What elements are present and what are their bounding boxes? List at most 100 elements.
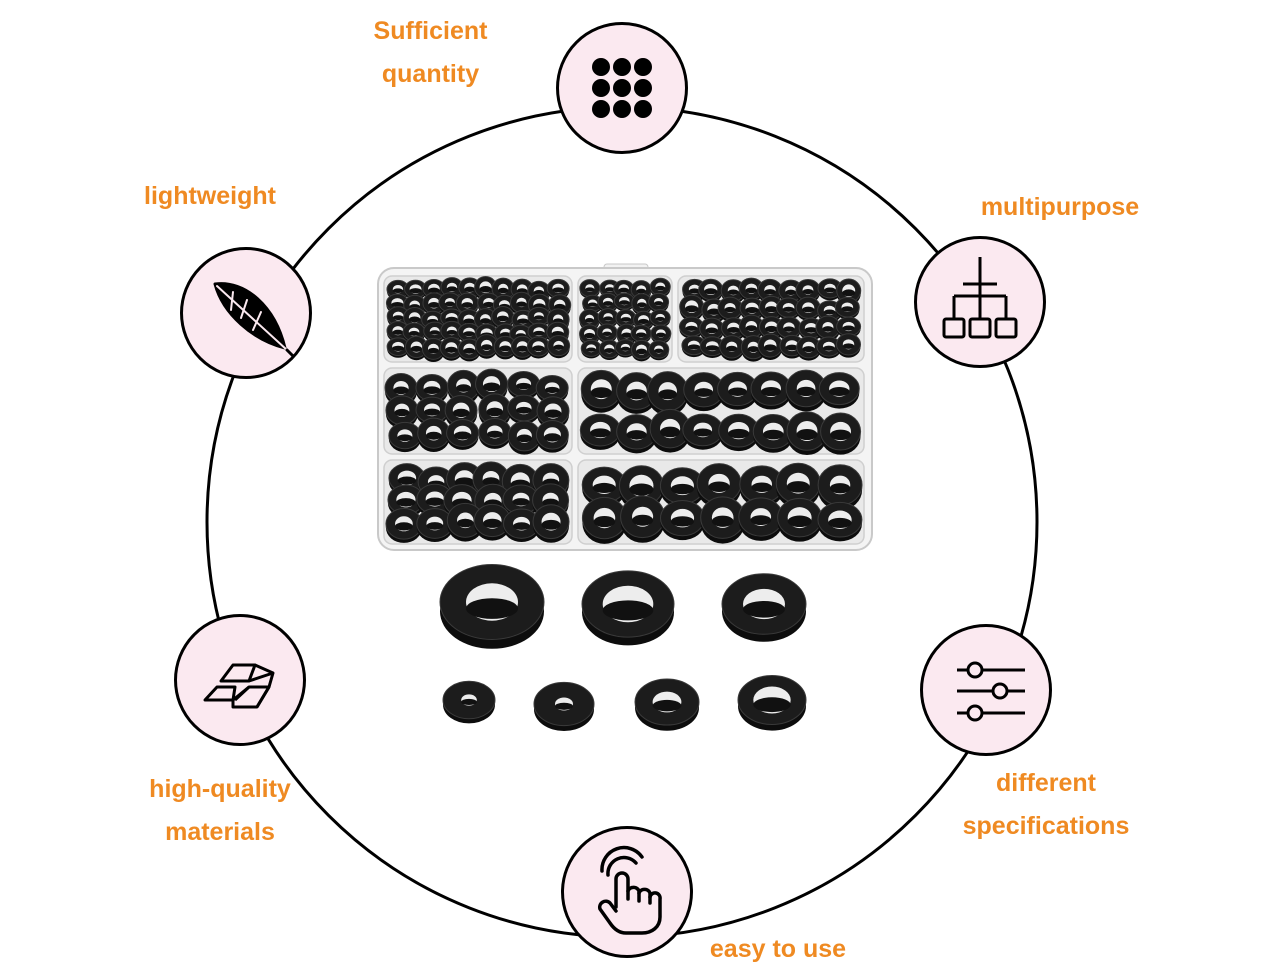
grommet [795,278,821,304]
box-compartment [577,275,673,363]
grommet [478,418,512,449]
grommet [446,502,484,542]
badge-multipurpose [914,236,1046,368]
grommet [440,320,464,343]
grommet [738,277,764,302]
grommet [581,570,675,646]
grommet [631,339,653,362]
grommet [717,371,759,410]
grommet [421,337,445,363]
grommet [648,340,670,361]
grommet [817,464,863,511]
grommet [510,335,534,360]
grommet [631,293,653,316]
grommet [785,369,827,412]
grommet [700,496,746,544]
grommet [388,421,422,453]
label-different-specifications: different specifications [946,762,1146,848]
grommet [698,278,724,303]
feather-icon [213,282,295,358]
box-compartment [383,275,573,363]
grommet [836,316,862,339]
grommet [547,335,571,359]
grommet [818,372,860,409]
grommet [795,296,821,321]
label-high-quality-materials: high-quality materials [130,768,310,854]
grommet [817,278,843,301]
grommet [442,680,496,724]
grommet [820,412,862,455]
grommet [473,503,511,541]
grommet-box [377,263,873,551]
grommet [526,336,550,359]
grommet [510,291,534,316]
grommet [580,339,602,359]
grommet [777,497,823,542]
grommet [649,408,691,453]
grommet [439,336,463,361]
grommet [385,395,419,429]
box-compartment [577,367,865,456]
badge-lightweight [180,247,312,379]
grommet [738,314,764,341]
grommet [719,335,745,361]
grommet [786,411,828,456]
grommet [649,309,671,328]
grommet [616,372,658,414]
grommet [775,462,821,509]
grommet [535,420,569,453]
grommet [533,681,595,732]
box-compartment [577,459,865,545]
label-line: materials [165,818,275,846]
grommet [836,333,862,358]
label-line: lightweight [144,182,276,210]
grommet [834,297,860,320]
grommet [737,675,807,731]
grommet [718,413,760,452]
grommet [776,316,802,341]
grommet [776,297,802,320]
grommet [423,321,447,343]
grommet [717,296,743,322]
grommet [683,372,725,412]
label-line: high-quality [149,775,291,803]
grommet [699,317,725,342]
grommet [682,413,724,450]
grommet [817,501,863,542]
grommet [527,306,551,328]
grommet [581,496,627,544]
grommet [579,279,601,299]
grommet [388,463,426,497]
loose-grommets [439,564,807,732]
grommet [699,336,725,358]
grommet [659,467,705,509]
grommet [581,466,627,507]
grommet [598,339,620,361]
box-compartment [677,275,865,363]
label-sufficient-quantity: Sufficient quantity [338,10,523,96]
grommet [750,371,792,410]
hierarchy-icon [942,257,1018,339]
grommet [386,337,410,358]
grommet [620,495,666,543]
grommet [446,419,480,450]
grommet [475,334,499,359]
grommet [387,484,425,518]
grommet [613,292,635,312]
badge-different-specifications [920,624,1052,756]
label-line: multipurpose [980,193,1140,221]
grommet [649,277,671,298]
grommet [597,308,619,328]
box-compartment [383,459,573,545]
grommet [597,292,619,313]
grommet [596,323,618,343]
grommet [678,316,704,339]
grommet [681,335,707,358]
grommet [417,417,451,452]
grommet [444,395,478,429]
grommet [457,338,481,362]
grommet [634,678,700,731]
grommet [616,414,658,454]
grommet [580,369,622,413]
grommet [659,500,705,541]
